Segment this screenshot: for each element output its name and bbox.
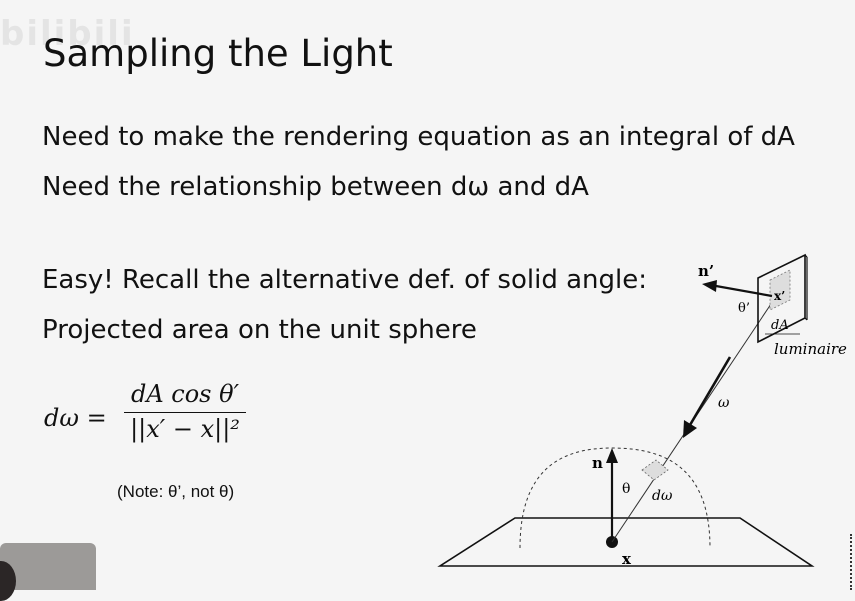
formula-lhs: dω = [44,404,107,432]
ground-plane [437,517,815,567]
webcam-overlay [0,543,96,601]
label-d-omega: dω [652,488,673,504]
label-n-prime: n’ [698,262,714,280]
label-x: x [622,550,632,568]
presenter-silhouette [0,561,16,601]
formula-fraction: dA cos θ′ ||x′ − x||² [124,380,246,443]
watermark: bilibili [0,14,135,54]
label-luminaire: luminaire [774,340,847,358]
note-text: (Note: θ’, not θ) [117,482,235,501]
luminaire-edge [804,254,808,258]
label-x-prime: x’ [774,289,785,303]
normal-n-arrowhead [606,448,618,463]
fraction-bar [124,412,246,413]
normal-n-prime-line [715,284,773,298]
label-n: n [592,454,603,472]
label-dA: dA [771,318,789,333]
d-omega-patch [641,459,669,481]
omega-arrowhead [683,420,697,438]
bullet-line-4: Projected area on the unit sphere [42,315,477,345]
bullet-line-2: Need the relationship between dω and dA [42,172,589,202]
formula-numerator: dA cos θ′ [130,380,240,408]
omega-arrow-line [688,356,732,426]
formula-denominator: ||x′ − x||² [130,415,240,443]
normal-n-prime-arrowhead [702,280,717,292]
bullet-line-1: Need to make the rendering equation as a… [42,122,795,152]
bullet-line-3: Easy! Recall the alternative def. of sol… [42,265,647,295]
slide-title: Sampling the Light [43,32,393,75]
label-theta-prime: θ’ [738,301,750,316]
dA-patch [769,269,791,311]
label-omega: ω [718,395,730,411]
label-theta: θ [622,481,630,497]
right-edge-marker [850,534,855,590]
